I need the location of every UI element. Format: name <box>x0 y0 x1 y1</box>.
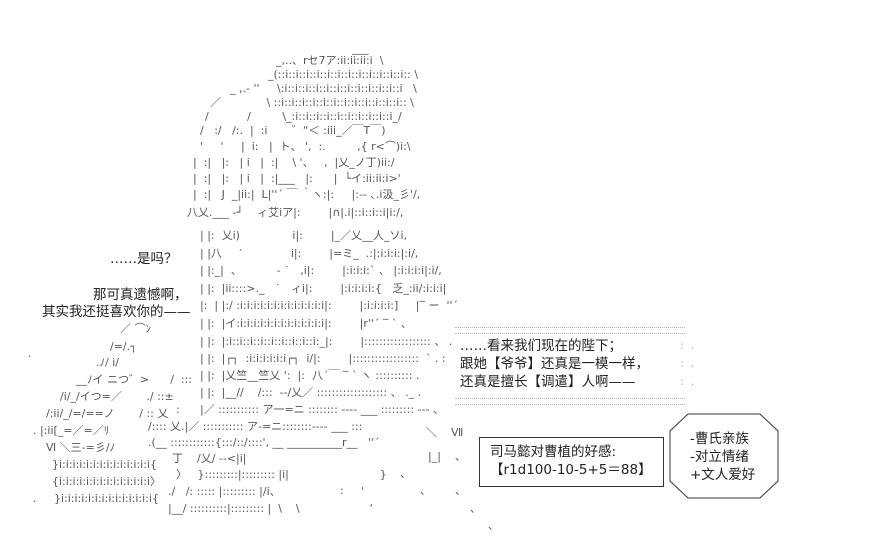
dialogue-line-1: ……是吗？ <box>110 251 178 267</box>
dotted-edge: : . <box>680 357 695 370</box>
octagon-frame <box>669 413 779 499</box>
ascii-art-row: ／ ⌒ﾝ <box>120 322 151 335</box>
ascii-art-row: ' ' | i: | ト、 ', :. ,{ r<⌒)i:\ <box>200 140 411 153</box>
modifier-box: -曹氏亲族 -对立情绪 +文人爱好 <box>668 413 780 499</box>
ascii-art-row: /=/.┐ <box>110 340 137 353</box>
ascii-art-row: . }i:i:i:i:i:i:i:i:i:i:i:i:i:i{ <box>33 492 159 505</box>
ascii-art-row: | |: |┌┐ :i:i:i:i:i:i┌┐ i/|: |::::::::::… <box>200 352 446 365</box>
ascii-art-row: Ⅵ ＼三-=彡/ﾉ <box>46 441 116 454</box>
dotted-divider <box>455 327 685 328</box>
ascii-art-row: | |:_| 、 ‐ ˙ ,i|: |:i:i:i:` 、 |:i:i:i:i|… <box>200 264 442 277</box>
ascii-art-row: | |: |イ:i:i:i:i:i:i:i:i:i:i:i:i:i|: |r''… <box>200 317 412 330</box>
ascii-art-row: __ﾉイ ニつ゛> / ::: <box>76 373 193 386</box>
ascii-art-row: | |: |ii::::>._ ˙ ィi|: |:i:i:i:i:{ 乏_:ii… <box>200 282 447 295</box>
modifier-item-2: -对立情绪 <box>690 449 749 465</box>
ascii-art-row: 〉 }:::::::::|::::::::: |i| } <box>176 468 387 481</box>
ascii-art-row: . <box>28 347 32 360</box>
ascii-art-row: }i:i:i:i:i:i:i:i:i:i:i:i:i:i{ <box>52 458 157 471</box>
ascii-art-row: | :| |: | i | :| \ '、 , |乂_ノ丁)ii:/ <box>193 156 395 169</box>
dotted-divider <box>455 333 685 334</box>
ascii-art-row: : <box>340 484 344 497</box>
ascii-art-row: _(::i::i::i::i::i::i::i::i::i::i::i::i::… <box>268 68 419 81</box>
modifier-item-3: +文人爱好 <box>690 467 756 483</box>
ascii-art-row: ./ /: ::::: |::::::::: |/i、 ' <box>168 485 365 498</box>
ascii-art-row: {i:i:i:i:i:i:i:i:i:i:i:i:i:i〉 <box>52 475 161 488</box>
ascii-art-row: |: | |:/ :i:i:i:i:i:i:i:i:i:i:i:i:i|: |:… <box>200 299 458 312</box>
ascii-art-row: ／ \ ::i::i::i::i::i::i::i::i::i::i::i::i… <box>210 96 414 109</box>
ascii-art-row: / / \_:i::i::i::i::i::i::i::i::i::i_/ <box>205 110 402 123</box>
ascii-art-row: | |八 ′ i|: |=ミ_ .:|:i:i:i:|:i/, <box>200 247 419 260</box>
ascii-art-row: 、 <box>420 484 431 497</box>
favor-roll-box: 司马懿对曹植的好感: 【r1d100-10-5+5＝88】 <box>479 437 664 487</box>
narration-line-1: ……看来我们现在的陛下； <box>460 338 622 354</box>
narration-line-3: 还真是擅长【调遣】人啊—— <box>460 374 636 390</box>
ascii-art-row: | |: 乂i) i|: |_／乂__人_ソi, <box>200 229 408 242</box>
ascii-art-row: | |: |:i::i::i::i::i::i::i::i::i:_|: |::… <box>200 335 453 348</box>
ascii-art-row: .(__ ::::::::::::{:::/::/::::', __ _____… <box>148 436 380 449</box>
ascii-art-row: | |: |乂竺__竺乂 ': |: 八´￣ ‾ ` ヽ :::::::::: … <box>200 369 420 382</box>
ascii-art-row: / :/ /:. | :i ゛“＜ :iii_／￣T￣) <box>200 124 386 137</box>
ascii-art-row: . |:ii[_=／=／ﾘ <box>33 424 110 437</box>
dialogue-line-3: 其实我还挺喜欢你的—— <box>42 304 191 320</box>
ascii-art-row: .ﾉ/ i/ <box>96 356 119 369</box>
ascii-art-row: 、 <box>400 467 411 480</box>
modifier-item-1: -曹氏亲族 <box>690 431 749 447</box>
ascii-art-row: _ ,.- '' \:i::i::i::i::i::i::i::i::i::i:… <box>230 82 417 95</box>
ascii-art-row: |／ ::::::::::: ア一=ニ :::::::: ‐‐‐‐ ___ ::… <box>200 403 444 416</box>
ascii-art-row: 、 <box>470 502 481 515</box>
ascii-art-row: 八乂.___ -┘ ィ艾iア|: |∩|.i|::i::i::i|i:/, <box>187 206 404 219</box>
ascii-art-row: | :| |: | i | :|___ |: | └イ:ii:ii:i>' <box>193 172 401 185</box>
dotted-edge: : . <box>680 339 695 352</box>
narration-line-2: 跟她【爷爷】还真是一模一样， <box>460 356 649 372</box>
ascii-art-row: /:::: 乂.|／ ::::::::::: ア-=ニ::::::::---- … <box>148 420 363 433</box>
ascii-art-row: 、 <box>488 519 499 532</box>
ascii-art-row: /:ii/_/=/==ノ / :: 乂 <box>46 407 169 420</box>
ascii-art-row: |__/ ::::::::::|::::::::: | \ \ ‘ <box>168 502 374 515</box>
dotted-divider <box>455 398 685 399</box>
favor-formula: 【r1d100-10-5+5＝88】 <box>490 462 652 478</box>
favor-title: 司马懿对曹植的好感: <box>490 444 617 460</box>
ascii-art-row: /i/_/イつ=／ ./ ::± <box>60 390 174 403</box>
ascii-art-row: | |: |__// /::: --/乂／ ::::::::::::::::::… <box>200 386 422 399</box>
ascii-art-row: | :| J _|ii:| L|''´ ￣ ｀ヽ:|: |:-- ､.i汲_彡'… <box>193 188 421 201</box>
dialogue-line-2: 那可真遗憾啊， <box>93 287 188 303</box>
ascii-art-row: ＼ Ⅶ <box>426 426 464 439</box>
ascii-art-row: ___ <box>352 42 369 55</box>
dotted-edge: : . <box>680 375 695 388</box>
ascii-art-row: 丁 /乂/ --<|i| <box>172 452 247 465</box>
ascii-art-row: _,..、rセ7ア:ii:ii:ii:i \ <box>276 54 384 67</box>
ascii-art-row: : <box>176 403 191 416</box>
ascii-art-row: 、 <box>455 484 466 497</box>
ascii-art-row: |_| 、 <box>428 450 466 463</box>
dotted-divider <box>455 404 685 405</box>
